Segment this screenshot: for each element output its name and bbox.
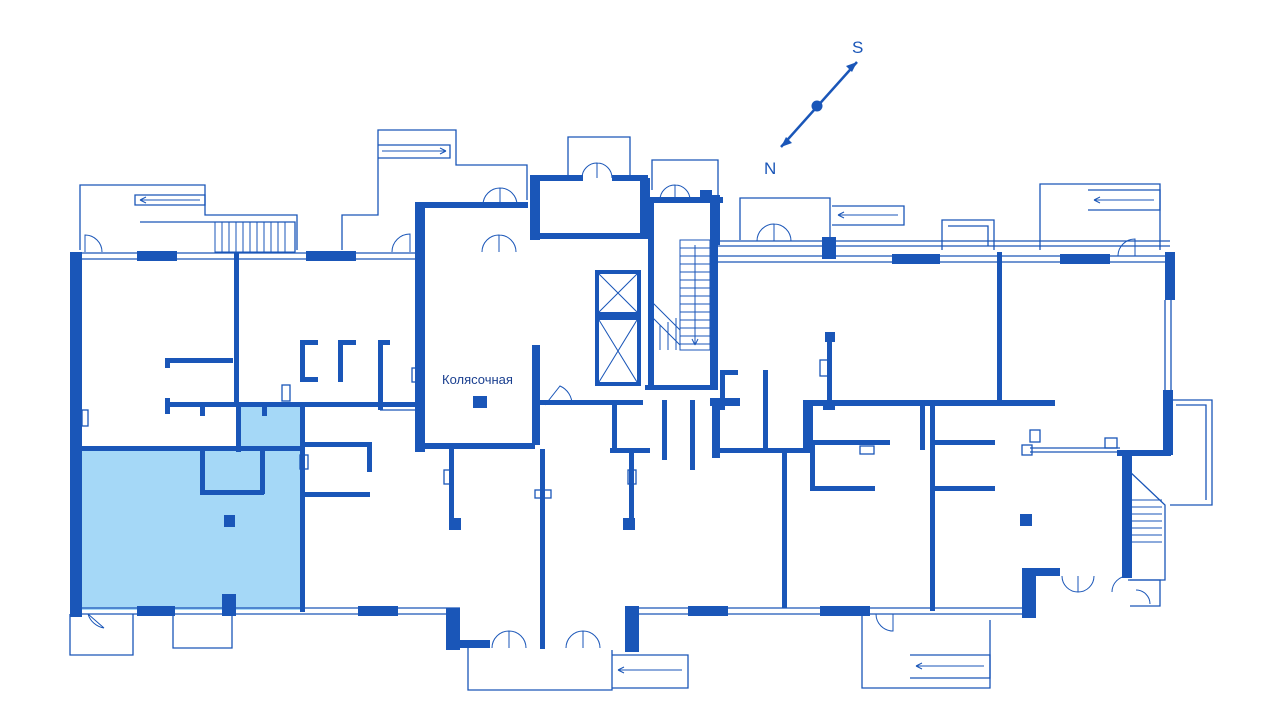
window-markers	[81, 359, 1120, 499]
exterior-walls	[70, 175, 1175, 652]
compass: S N	[764, 38, 863, 178]
exterior-stairs	[214, 221, 1162, 543]
room-label-stroller: Колясочная	[442, 372, 513, 387]
interior-walls	[82, 252, 1055, 649]
elevator-core	[595, 270, 641, 386]
terrace-arrows	[139, 147, 1154, 674]
compass-north-label: N	[764, 159, 776, 178]
compass-south-label: S	[852, 38, 863, 57]
highlighted-unit[interactable]	[82, 406, 303, 610]
terrace-outlines	[69, 129, 1213, 691]
doors	[84, 162, 1151, 649]
interior-stairs	[649, 239, 711, 351]
